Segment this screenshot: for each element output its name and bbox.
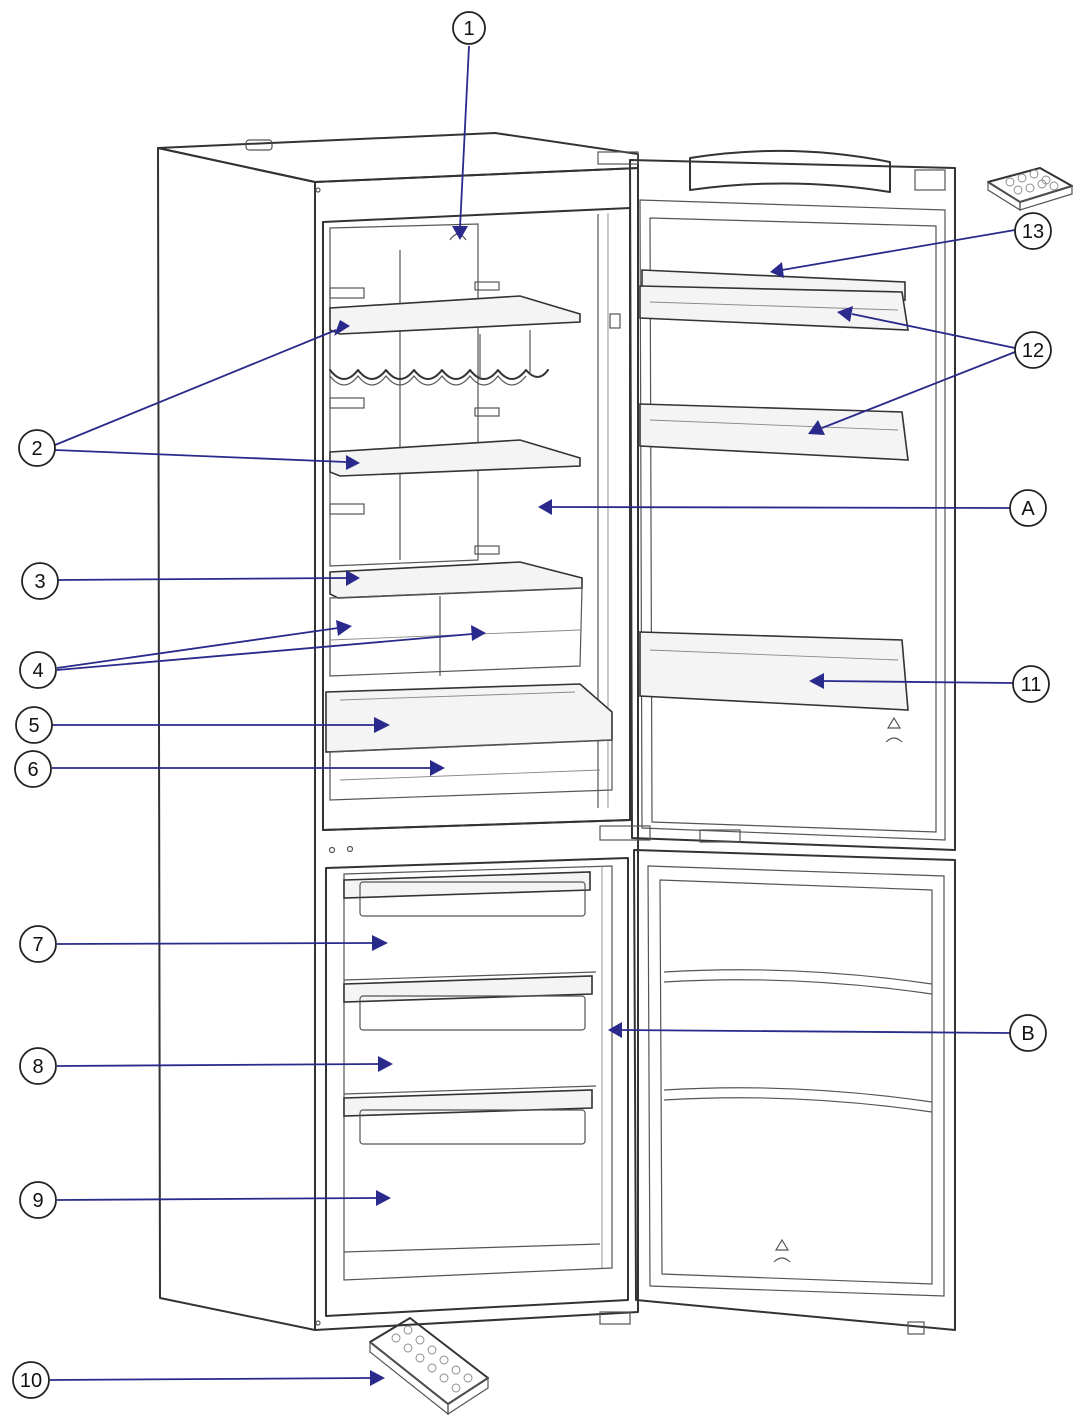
- callout-B: B: [1009, 1014, 1047, 1052]
- callout-7-label: 7: [32, 934, 43, 956]
- callout-2: 2: [18, 429, 56, 467]
- ice-tray-bottom: [369, 1317, 489, 1416]
- callout-12-label: 12: [1022, 340, 1044, 362]
- callout-13: 13: [1014, 212, 1052, 250]
- callout-1: 1: [452, 11, 486, 45]
- leader-lines: [49, 45, 1016, 1386]
- callout-11-label: 11: [1021, 674, 1042, 696]
- ice-tray-top: [987, 167, 1073, 212]
- callout-9-label: 9: [32, 1190, 43, 1212]
- callout-6: 6: [14, 750, 52, 788]
- callout-8-label: 8: [32, 1056, 43, 1078]
- callout-11: 11: [1012, 665, 1050, 703]
- callout-3-label: 3: [34, 571, 45, 593]
- callout-10: 10: [12, 1361, 50, 1399]
- callout-1-label: 1: [463, 18, 474, 40]
- callout-9: 9: [19, 1181, 57, 1219]
- callout-5: 5: [15, 706, 53, 744]
- callout-A: A: [1009, 489, 1047, 527]
- callout-7: 7: [19, 925, 57, 963]
- callout-B-label: B: [1021, 1023, 1034, 1045]
- callout-6-label: 6: [27, 759, 38, 781]
- callout-8: 8: [19, 1047, 57, 1085]
- callout-A-label: A: [1021, 498, 1035, 520]
- fridge-door: [599, 149, 956, 851]
- freezer-door: [599, 849, 956, 1335]
- callout-4: 4: [19, 651, 57, 689]
- fridge-compartment: [322, 207, 631, 854]
- callout-10-label: 10: [20, 1370, 42, 1392]
- callout-12: 12: [1014, 331, 1052, 369]
- callout-5-label: 5: [28, 715, 39, 737]
- callout-3: 3: [21, 562, 59, 600]
- callout-13-label: 13: [1022, 221, 1044, 243]
- freezer-compartment: [325, 857, 629, 1317]
- callout-2-label: 2: [31, 438, 42, 460]
- callout-4-label: 4: [32, 660, 43, 682]
